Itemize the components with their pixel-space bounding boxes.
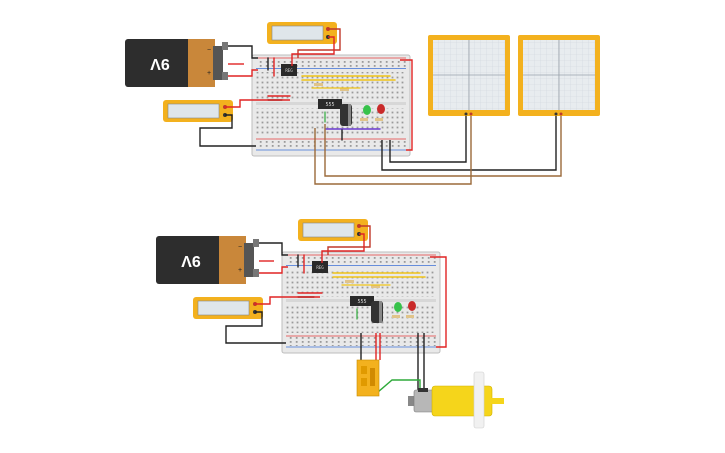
led-green[interactable] <box>394 302 402 312</box>
circuit-top: 9V + − <box>125 22 600 185</box>
capacitor[interactable] <box>340 104 352 126</box>
led-red[interactable] <box>377 104 385 114</box>
circuit-bottom: 9V + − REG 555 <box>156 219 504 429</box>
timer-ic-555[interactable]: 555 <box>318 99 342 109</box>
regulator-label: REG <box>285 68 293 73</box>
led-red[interactable] <box>408 301 416 311</box>
oscilloscope-2[interactable] <box>518 35 600 116</box>
multimeter-top[interactable] <box>298 219 368 241</box>
battery-9v-icon[interactable]: 9V + − <box>125 39 228 87</box>
timer-label: 555 <box>357 299 366 305</box>
battery-plus: + <box>238 267 242 274</box>
battery-minus: − <box>238 244 242 251</box>
resistors <box>345 280 414 318</box>
motor-driver-icon[interactable] <box>356 359 380 397</box>
timer-ic-555[interactable]: 555 <box>350 296 374 306</box>
voltage-regulator[interactable]: REG <box>312 261 328 273</box>
board-wires-top <box>267 57 396 141</box>
regulator-label: REG <box>316 265 324 270</box>
resistors <box>314 83 383 121</box>
multimeter-top[interactable] <box>267 22 337 44</box>
dc-gear-motor-icon[interactable] <box>408 371 504 429</box>
oscilloscope-1[interactable] <box>428 35 510 116</box>
external-wires-top <box>199 28 562 185</box>
voltage-regulator[interactable]: REG <box>281 64 297 76</box>
battery-minus: − <box>207 47 211 54</box>
battery-label: 9V <box>150 55 170 72</box>
battery-plus: + <box>207 70 211 77</box>
timer-label: 555 <box>325 102 334 108</box>
multimeter-side[interactable] <box>193 297 263 319</box>
battery-9v-icon[interactable]: 9V + − <box>156 236 259 284</box>
capacitor[interactable] <box>371 301 383 323</box>
board-wires-bottom <box>297 254 426 320</box>
multimeter-side[interactable] <box>163 100 233 122</box>
led-green[interactable] <box>363 105 371 115</box>
battery-label: 9V <box>181 252 201 269</box>
external-wires-bottom <box>225 225 447 393</box>
